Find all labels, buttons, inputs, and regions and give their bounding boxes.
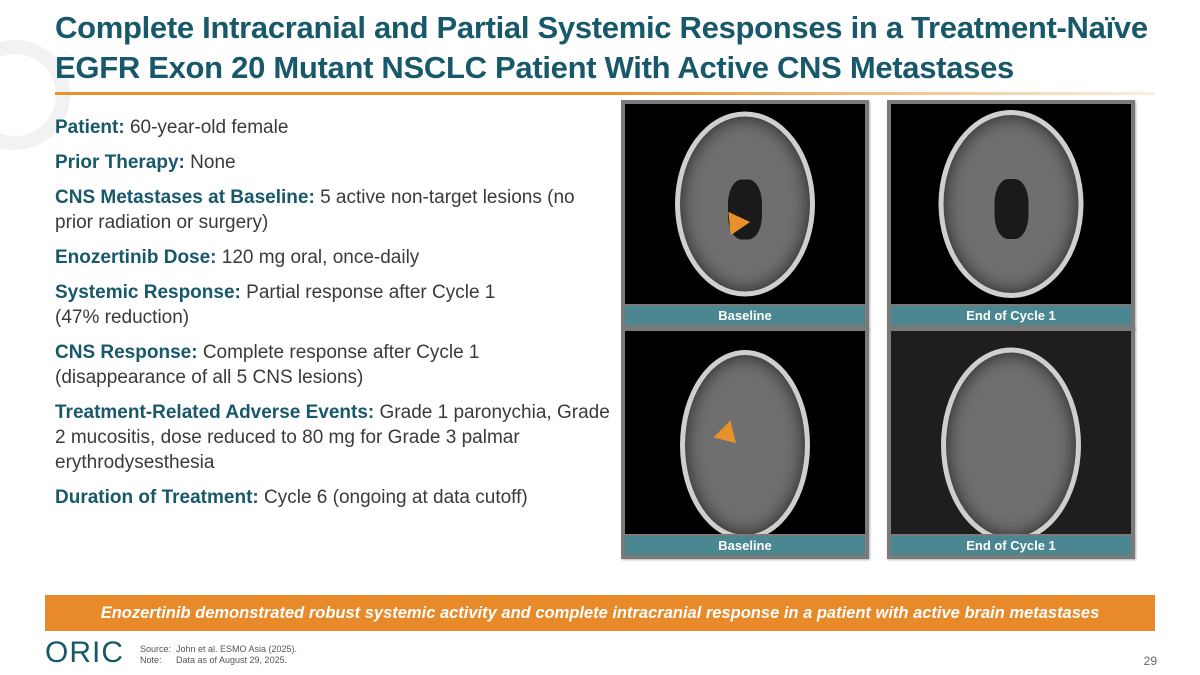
mri-cycle1-2: End of Cycle 1 (887, 327, 1135, 559)
detail-duration: Duration of Treatment: Cycle 6 (ongoing … (55, 487, 528, 508)
detail-patient: Patient: 60-year-old female (55, 117, 289, 138)
detail-dose: Enozertinib Dose: 120 mg oral, once-dail… (55, 247, 420, 268)
mri-baseline-2: Baseline (621, 327, 869, 559)
detail-cns-baseline: CNS Metastases at Baseline: 5 active non… (55, 187, 575, 233)
oric-logo: ORIC (45, 636, 124, 669)
footnotes: Source:John et al. ESMO Asia (2025). Not… (140, 644, 298, 665)
mri-image (891, 331, 1131, 534)
image-caption: End of Cycle 1 (891, 306, 1131, 325)
left-column: Complete Intracranial and Partial System… (55, 8, 1185, 520)
mri-image (625, 331, 865, 534)
page-number: 29 (1143, 654, 1157, 668)
slide-title: Complete Intracranial and Partial System… (55, 10, 1148, 85)
key-takeaway-banner: Enozertinib demonstrated robust systemic… (45, 595, 1155, 631)
patient-details: Patient: 60-year-old female Prior Therap… (55, 115, 610, 520)
mri-cycle1-1: End of Cycle 1 (887, 100, 1135, 329)
image-caption: Baseline (625, 306, 865, 325)
mri-image (625, 104, 865, 304)
detail-prior-therapy: Prior Therapy: None (55, 152, 236, 173)
mri-image (891, 104, 1131, 304)
detail-cns-response: CNS Response: Complete response after Cy… (55, 342, 480, 388)
detail-systemic-response: Systemic Response: Partial response afte… (55, 282, 496, 328)
detail-adverse-events: Treatment-Related Adverse Events: Grade … (55, 402, 610, 473)
mri-baseline-1: Baseline (621, 100, 869, 329)
image-caption: End of Cycle 1 (891, 536, 1131, 555)
image-caption: Baseline (625, 536, 865, 555)
title-divider (55, 92, 1155, 95)
